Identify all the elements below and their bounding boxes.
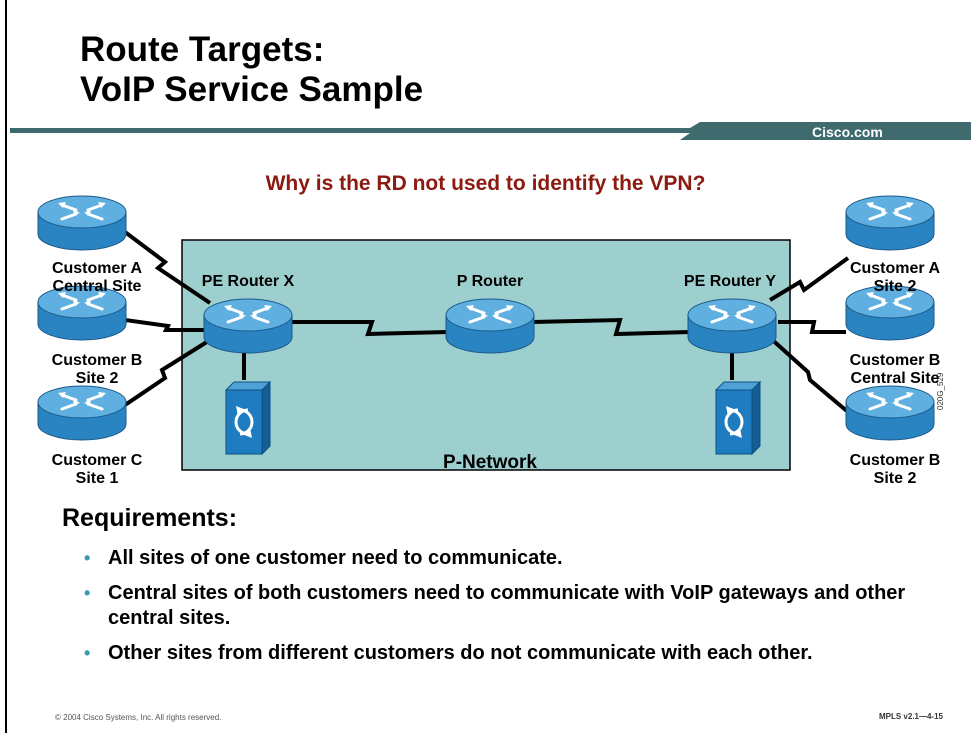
router-customer-b-site2-right [844, 384, 936, 442]
requirement-text: All sites of one customer need to commun… [108, 547, 563, 569]
site-label-line: Central Site [52, 278, 142, 295]
slide-title: Route Targets: VoIP Service Sample [80, 30, 423, 110]
list-item: • Central sites of both customers need to… [80, 581, 940, 631]
header-bar [10, 122, 971, 140]
site-label-line: Customer A [51, 260, 143, 277]
link-c1-to-pe-x [123, 338, 212, 407]
site-label-line: Customer B [849, 352, 941, 369]
question-text: Why is the RD not used to identify the V… [265, 172, 706, 195]
title-line-1: Route Targets: [80, 30, 325, 69]
router-customer-a-site2 [844, 194, 936, 252]
bullet-icon: • [84, 548, 91, 568]
site-label-line: Site 2 [75, 370, 119, 387]
list-item: • All sites of one customer need to commu… [80, 546, 940, 571]
router-p [444, 297, 536, 355]
link-pe-y-to-b-central [778, 320, 846, 334]
site-label-line: Customer B [51, 352, 143, 369]
title-line-2: VoIP Service Sample [80, 70, 424, 109]
requirement-text: Central sites of both customers need to … [108, 582, 906, 629]
label-pe-router-y: PE Router Y [683, 273, 777, 290]
label-customer-a-site2: Customer A Site 2 [836, 260, 954, 296]
router-pe-y [686, 297, 778, 355]
list-item: • Other sites from different customers do… [80, 641, 940, 666]
bullet-icon: • [84, 583, 91, 603]
router-pe-x [202, 297, 294, 355]
site-label-line: Central Site [850, 370, 940, 387]
site-label-line: Site 2 [873, 470, 917, 487]
label-customer-b-site2-right: Customer B Site 2 [836, 452, 954, 488]
copyright-text: © 2004 Cisco Systems, Inc. All rights re… [55, 713, 222, 722]
brand-label: Cisco.com [812, 124, 883, 140]
router-customer-c-site1 [36, 384, 128, 442]
link-p-to-pe-y [531, 317, 691, 337]
voip-gateway-left [224, 380, 272, 456]
requirements-heading: Requirements: [62, 504, 238, 532]
label-customer-b-central: Customer B Central Site [836, 352, 954, 388]
router-customer-a-central [36, 194, 128, 252]
slide-code: MPLS v2.1—4-15 [878, 712, 943, 721]
requirement-text: Other sites from different customers do … [108, 642, 813, 664]
site-label-line: Customer A [849, 260, 941, 277]
slide-frame-line [5, 0, 7, 733]
site-label-line: Site 2 [873, 278, 917, 295]
site-label-line: Customer C [51, 452, 143, 469]
site-label-line: Site 1 [75, 470, 119, 487]
label-customer-a-central: Customer A Central Site [38, 260, 156, 296]
site-label-line: Customer B [849, 452, 941, 469]
requirements-list: • All sites of one customer need to commu… [80, 536, 940, 666]
label-p-network: P-Network [443, 452, 537, 473]
label-customer-c-site1: Customer C Site 1 [38, 452, 156, 488]
label-p-router: P Router [456, 273, 524, 290]
image-code: 020G_529 [936, 372, 945, 410]
link-pe-x-to-p [292, 320, 449, 337]
p-network-area [181, 239, 791, 471]
label-customer-b-site2-left: Customer B Site 2 [38, 352, 156, 388]
bullet-icon: • [84, 643, 91, 663]
label-pe-router-x: PE Router X [201, 273, 295, 290]
voip-gateway-right [714, 380, 762, 456]
link-a-central-to-pe-x [123, 230, 212, 305]
link-pe-y-to-a2 [768, 256, 850, 302]
link-b2-left-to-pe-x [124, 318, 205, 332]
link-pe-y-to-b2-right [766, 334, 850, 414]
